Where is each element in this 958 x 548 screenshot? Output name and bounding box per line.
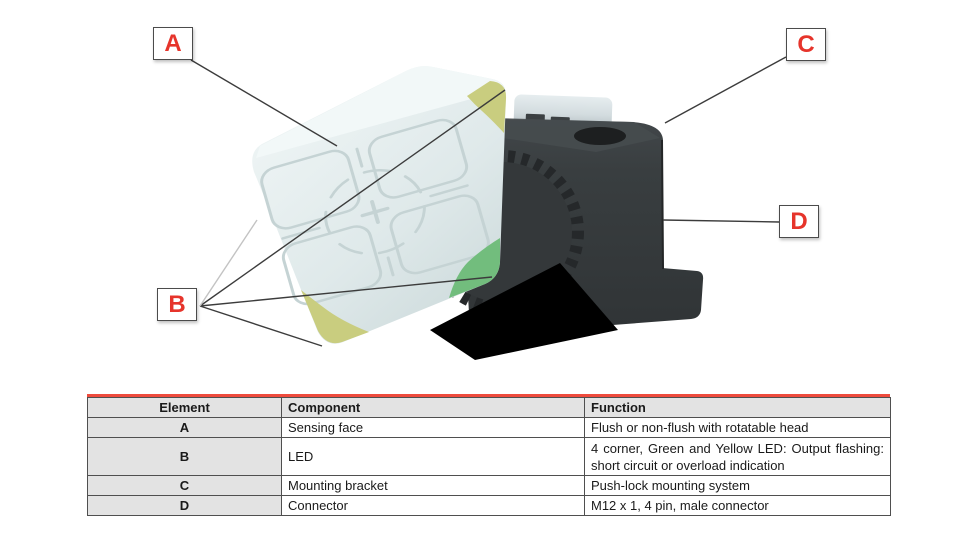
callout-label-c: C: [786, 28, 826, 61]
component-table-wrap: Element Component Function A Sensing fac…: [87, 394, 891, 516]
bracket-hole: [574, 127, 626, 145]
table-row-b: B LED 4 corner, Green and Yellow LED: Ou…: [87, 437, 891, 476]
table-row-c: C Mounting bracket Push-lock mounting sy…: [87, 475, 891, 496]
pointer-lines: [190, 56, 787, 347]
sensor-figure: A B C D: [153, 27, 826, 360]
pointer-line-b3: [199, 305, 323, 347]
cell-component-b: LED: [281, 437, 585, 476]
pointer-line-d: [662, 219, 780, 223]
cell-function-a: Flush or non-flush with rotatable head: [584, 417, 891, 438]
sensing-face-marking: [260, 118, 490, 306]
led-corner-yellow-top: [467, 81, 507, 133]
led-corner-yellow-bottom: [301, 290, 369, 344]
cell-element-d: D: [87, 495, 282, 516]
pointer-line-b1: [199, 89, 506, 307]
callout-label-d: D: [779, 205, 819, 238]
header-function: Function: [584, 397, 891, 418]
cell-element-c: C: [87, 475, 282, 496]
callout-label-b: B: [157, 288, 197, 321]
component-table: Element Component Function A Sensing fac…: [87, 397, 891, 516]
header-component: Component: [281, 397, 585, 418]
cell-element-a: A: [87, 417, 282, 438]
callout-label-a: A: [153, 27, 193, 60]
cell-component-c: Mounting bracket: [281, 475, 585, 496]
cell-component-a: Sensing face: [281, 417, 585, 438]
table-row-a: A Sensing face Flush or non-flush with r…: [87, 417, 891, 438]
pointer-line-b4: [199, 219, 258, 307]
cell-function-d: M12 x 1, 4 pin, male connector: [584, 495, 891, 516]
sensor-head: [252, 66, 507, 344]
pointer-line-b2: [199, 276, 493, 307]
cell-element-b: B: [87, 437, 282, 476]
cell-component-d: Connector: [281, 495, 585, 516]
table-header-row: Element Component Function: [87, 397, 891, 418]
table-row-d: D Connector M12 x 1, 4 pin, male connect…: [87, 495, 891, 516]
bracket-clamp-wedge: [430, 263, 618, 360]
pointer-line-a: [190, 59, 338, 147]
cell-function-b: 4 corner, Green and Yellow LED: Output f…: [584, 437, 891, 476]
led-corner-green: [449, 238, 500, 298]
sensor-illustration: [190, 56, 787, 360]
header-element: Element: [87, 397, 282, 418]
pointer-line-c: [664, 56, 787, 124]
cell-function-c: Push-lock mounting system: [584, 475, 891, 496]
